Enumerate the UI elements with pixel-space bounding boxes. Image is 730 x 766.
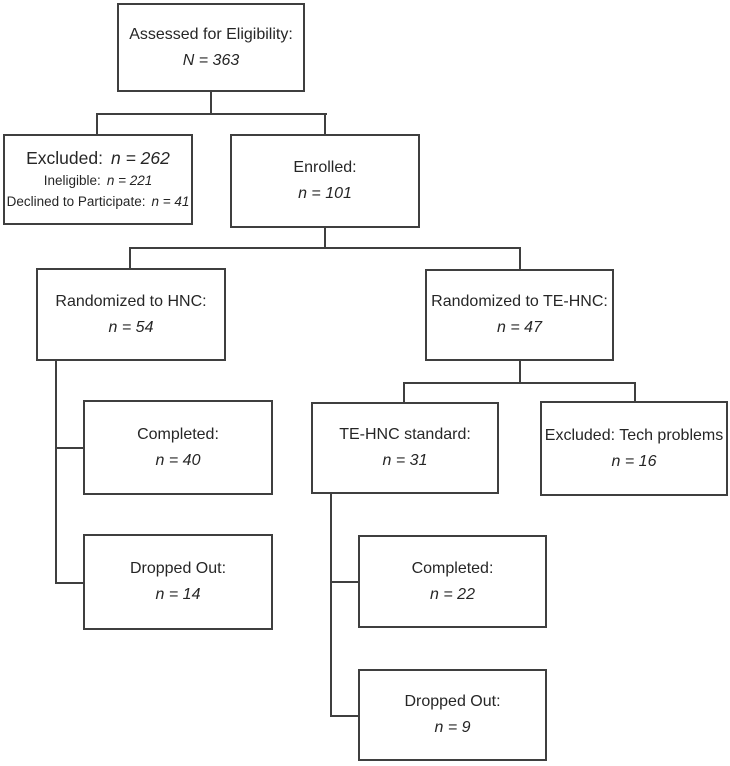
box-label: Randomized to TE-HNC: xyxy=(431,293,608,311)
box-label: Excluded: Tech problems xyxy=(544,426,724,444)
box-value: n = 40 xyxy=(155,451,201,469)
connector-tehnc-down xyxy=(519,360,521,384)
box-value: n = 54 xyxy=(108,318,154,336)
box-label: TE-HNC standard: xyxy=(339,426,471,444)
connector-to-rand-tehnc xyxy=(519,247,521,271)
connector-to-enrolled xyxy=(324,113,326,136)
connector-to-completed-hnc xyxy=(55,447,85,449)
box-value: n = 14 xyxy=(155,586,201,603)
box-value: n = 31 xyxy=(382,452,428,469)
box-value: n = 16 xyxy=(611,452,657,470)
box-label: Enrolled: xyxy=(293,159,357,177)
connector-hnc-branch-vertical xyxy=(55,360,57,584)
connector-to-completed-tehnc xyxy=(330,581,360,583)
box-dropped-out-tehnc: Dropped Out: n = 9 xyxy=(358,669,547,761)
box-label: Dropped Out: xyxy=(404,693,501,711)
box-excluded-tech-problems: Excluded: Tech problems n = 16 xyxy=(540,401,728,496)
connector-randomization-horizontal xyxy=(129,247,521,249)
box-randomized-to-hnc: Randomized to HNC: n = 54 xyxy=(36,268,226,361)
box-label: Excluded: xyxy=(26,148,103,169)
sub-value: n = 41 xyxy=(151,194,190,210)
box-sub-line-ineligible: Ineligible: n = 221 xyxy=(43,173,153,189)
box-value: N = 363 xyxy=(182,51,240,69)
sub-value: n = 221 xyxy=(106,173,153,189)
box-value: n = 9 xyxy=(434,719,471,736)
box-completed-hnc: Completed: n = 40 xyxy=(83,400,273,495)
connector-tehnc-split-horizontal xyxy=(403,382,636,384)
box-sub-line-declined: Declined to Participate: n = 41 xyxy=(6,194,190,210)
sub-label: Ineligible: xyxy=(43,173,101,189)
box-dropped-out-hnc: Dropped Out: n = 14 xyxy=(83,534,273,630)
connector-to-rand-hnc xyxy=(129,247,131,270)
box-label: Completed: xyxy=(137,425,219,443)
connector-to-excluded xyxy=(96,113,98,136)
connector-assessed-down xyxy=(210,91,212,115)
box-value: n = 262 xyxy=(110,148,170,169)
box-label: Randomized to HNC: xyxy=(55,292,207,310)
connector-to-tehnc-standard xyxy=(403,382,405,404)
connector-tehnc-standard-branch-vertical xyxy=(330,493,332,717)
connector-split-top-horizontal xyxy=(96,113,327,115)
sub-label: Declined to Participate: xyxy=(6,194,146,210)
box-randomized-to-tehnc: Randomized to TE-HNC: n = 47 xyxy=(425,269,614,361)
box-completed-tehnc: Completed: n = 22 xyxy=(358,535,547,628)
box-label: Completed: xyxy=(411,559,494,577)
box-tehnc-standard: TE-HNC standard: n = 31 xyxy=(311,402,499,494)
box-main-line: Excluded: n = 262 xyxy=(26,148,170,169)
connector-to-excluded-tech xyxy=(634,382,636,403)
box-label: Assessed for Eligibility: xyxy=(129,25,293,43)
box-label: Dropped Out: xyxy=(129,560,227,578)
box-excluded: Excluded: n = 262 Ineligible: n = 221 De… xyxy=(3,134,193,225)
box-value: n = 101 xyxy=(298,185,352,202)
connector-enrolled-down xyxy=(324,227,326,249)
box-enrolled: Enrolled: n = 101 xyxy=(230,134,420,228)
connector-to-dropped-hnc xyxy=(55,582,85,584)
box-assessed-for-eligibility: Assessed for Eligibility: N = 363 xyxy=(117,3,305,92)
box-value: n = 22 xyxy=(430,585,475,603)
connector-to-dropped-tehnc xyxy=(330,715,360,717)
box-value: n = 47 xyxy=(497,319,542,336)
